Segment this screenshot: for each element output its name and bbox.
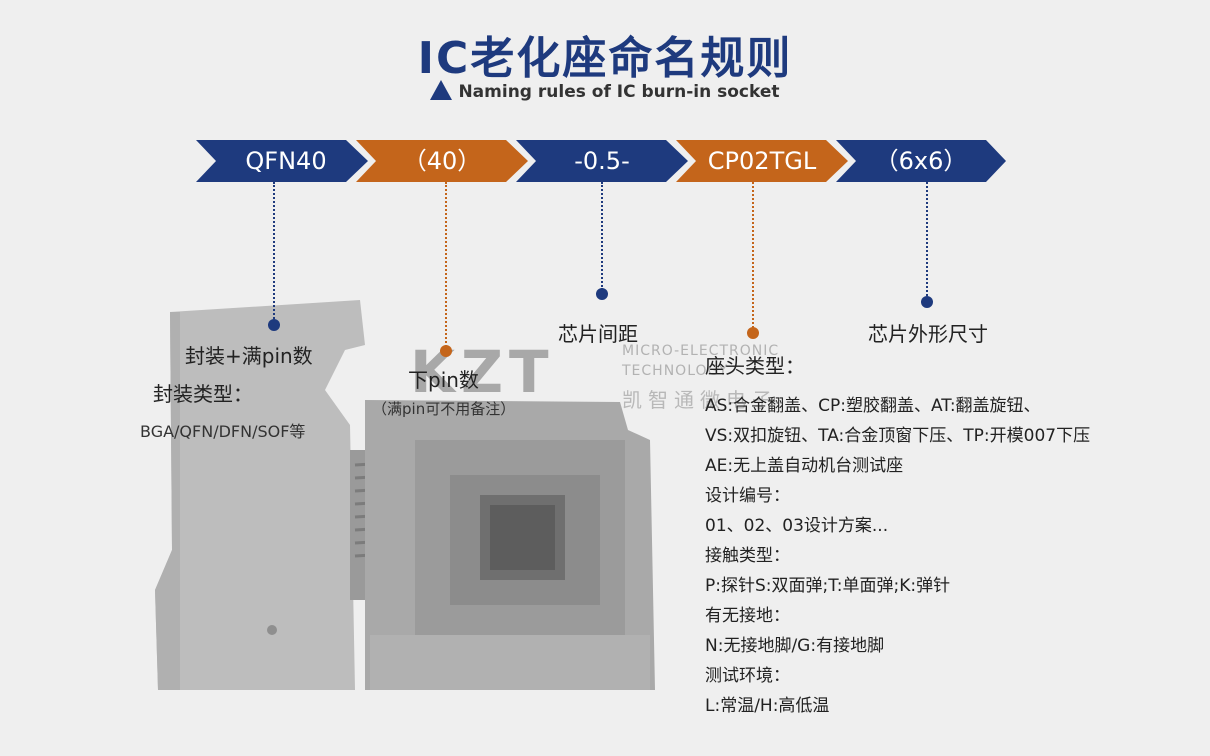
connector-line [926, 182, 928, 300]
pins-title: 下pin数 [408, 368, 479, 392]
segment-socket-type: CP02TGL [676, 140, 848, 182]
pitch-title: 芯片间距 [558, 322, 638, 346]
socket-line: AS:合金翻盖、CP:塑胶翻盖、AT:翻盖旋钮、 [705, 396, 1041, 416]
connector-dot [747, 327, 759, 339]
design-heading: 设计编号： [705, 486, 790, 506]
connector-dot [921, 296, 933, 308]
segment-pitch: -0.5- [516, 140, 688, 182]
triangle-icon [430, 80, 453, 100]
connector-line [273, 182, 275, 322]
connector-line [445, 182, 447, 347]
socket-heading: 座头类型： [705, 354, 805, 378]
segment-label: CP02TGL [707, 147, 817, 175]
socket-line: VS:双扣旋钮、TA:合金顶窗下压、TP:开模007下压 [705, 426, 1091, 446]
package-title: 封装+满pin数 [185, 344, 313, 368]
segment-size: （6x6） [836, 140, 1006, 182]
connector-dot [268, 319, 280, 331]
env-heading: 测试环境： [705, 666, 790, 686]
size-title: 芯片外形尺寸 [868, 322, 988, 346]
package-types: BGA/QFN/DFN/SOF等 [140, 422, 306, 441]
socket-line: AE:无上盖自动机台测试座 [705, 456, 904, 476]
ground-line: N:无接地脚/G:有接地脚 [705, 636, 885, 656]
burn-in-socket-image [155, 300, 655, 690]
connector-dot [596, 288, 608, 300]
watermark-text-en-1: MICRO-ELECTRONIC [622, 343, 780, 359]
page-title: IC老化座命名规则 [417, 33, 793, 84]
contact-heading: 接触类型： [705, 546, 790, 566]
ground-heading: 有无接地： [705, 606, 790, 626]
subtitle-text: Naming rules of IC burn-in socket [458, 82, 780, 102]
pins-note: （满pin可不用备注） [372, 400, 516, 418]
contact-line: P:探针S:双面弹;T:单面弹;K:弹针 [705, 576, 951, 596]
env-line: L:常温/H:高低温 [705, 696, 830, 716]
segment-label: QFN40 [245, 147, 327, 175]
watermark-text-cn: 凯智通微电子 [622, 388, 778, 412]
connector-line [601, 182, 603, 290]
segment-package: QFN40 [196, 140, 368, 182]
connector-line [752, 182, 754, 332]
segment-label: -0.5- [574, 147, 630, 175]
design-line: 01、02、03设计方案... [705, 516, 889, 536]
package-type-label: 封装类型： [153, 382, 253, 406]
watermark-logo: KZT [410, 338, 555, 406]
segment-label: （40） [402, 147, 482, 175]
watermark-text-en-2: TECHNOLOGY [622, 363, 729, 379]
segment-pins: （40） [356, 140, 528, 182]
connector-dot [440, 345, 452, 357]
segment-label: （6x6） [874, 147, 968, 175]
subtitle: Naming rules of IC burn-in socket [0, 80, 1210, 102]
